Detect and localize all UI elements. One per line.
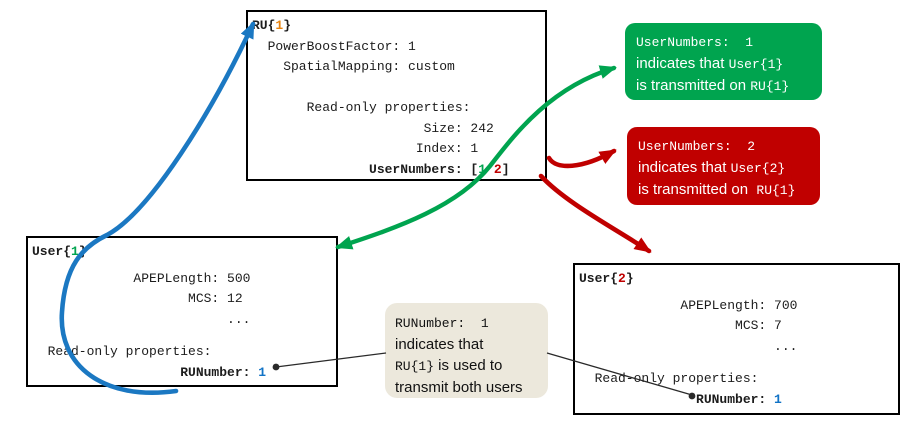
user1-ellipsis: ... [32, 311, 251, 327]
user1-blank-line [32, 330, 336, 342]
ru-box-title: RU{1} [252, 18, 292, 33]
arrow-usernumbers2-to-callout [546, 148, 617, 169]
runumber-callout: RUNumber: 1 indicates that RU{1} is used… [385, 303, 548, 398]
callout-line: UserNumbers: 1 [636, 35, 754, 50]
callout-line: RUNumber: 1 [395, 316, 489, 331]
ru-prop-powerboostfactor: PowerBoostFactor: 1 [252, 38, 416, 54]
callout-line: indicates that User{2} [638, 159, 786, 176]
ru-prop-spatialmapping: SpatialMapping: custom [252, 59, 455, 74]
usernumbers2-callout: UserNumbers: 2 indicates that User{2} is… [627, 127, 820, 205]
ru-prop-usernumbers: UserNumbers: [1 2] [252, 161, 510, 177]
user2-box-title: User{2} [579, 271, 634, 286]
user1-readonly-header: Read-only properties: [32, 344, 212, 359]
user2-ellipsis: ... [579, 338, 798, 354]
callout-line: is transmitted on RU{1} [638, 181, 796, 198]
user2-prop-runumber: RUNumber: 1 [579, 391, 782, 407]
usernumbers1-callout: UserNumbers: 1 indicates that User{1} is… [625, 23, 822, 100]
ru-blank-line [252, 78, 545, 99]
user1-prop-runumber: RUNumber: 1 [32, 364, 267, 380]
ru-prop-size: Size: 242 [252, 120, 494, 136]
user2-object-box: User{2} APEPLength: 700 MCS: 7 ... Read-… [573, 263, 900, 415]
callout-line: indicates that User{1} [636, 55, 784, 72]
user2-prop-apeplength: APEPLength: 700 [579, 297, 798, 313]
callout-line: UserNumbers: 2 [638, 139, 756, 154]
user1-prop-mcs: MCS: 12 [32, 291, 243, 306]
user1-object-box: User{1} APEPLength: 500 MCS: 12 ... Read… [26, 236, 338, 387]
ru-prop-index: Index: 1 [252, 141, 479, 156]
user1-box-title: User{1} [32, 244, 87, 259]
callout-line: is transmitted on RU{1} [636, 77, 790, 94]
callout-line: RU{1} is used to [395, 357, 503, 374]
ru-object-box: RU{1} PowerBoostFactor: 1 SpatialMapping… [246, 10, 547, 181]
callout-line: transmit both users [395, 379, 523, 396]
user2-readonly-header: Read-only properties: [579, 371, 759, 386]
ru-readonly-header: Read-only properties: [252, 100, 471, 115]
user2-prop-mcs: MCS: 7 [579, 318, 782, 333]
user1-prop-apeplength: APEPLength: 500 [32, 270, 251, 286]
user2-blank-line [579, 357, 898, 369]
callout-line: indicates that [395, 336, 484, 353]
